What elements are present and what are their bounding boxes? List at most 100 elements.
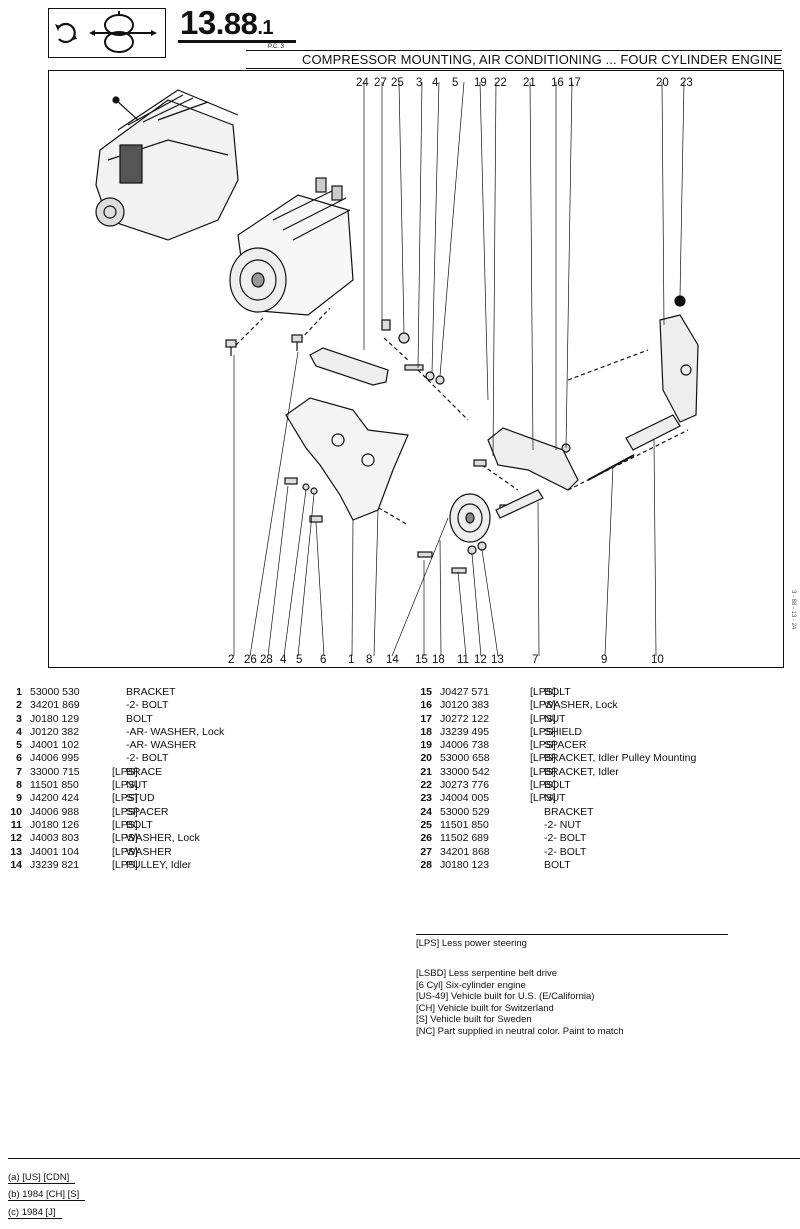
applicability-code: [LPS] — [112, 805, 138, 818]
part-number: J4004 005 — [440, 792, 490, 805]
compressor-illustration — [229, 177, 354, 316]
top-callout: 20 — [656, 77, 669, 89]
pc-label: P.C. 3 — [268, 44, 284, 50]
applicability-code: [LPS] — [530, 725, 556, 738]
applicability-code: [LPS] — [530, 699, 556, 712]
bottom-callout: 10 — [651, 654, 664, 666]
applicability-code: [LPS] — [530, 765, 556, 778]
legend-item: [LSBD] Less serpentine belt drive — [416, 968, 557, 979]
part-description: SPACER — [544, 739, 587, 752]
part-number: 34201 868 — [440, 845, 490, 858]
part-description: BRACKET — [544, 805, 594, 818]
part-description: BOLT — [126, 712, 153, 725]
bottom-callout: 11 — [457, 654, 469, 666]
applicability-code: [LPS] — [112, 832, 138, 845]
part-description: BRACKET — [126, 686, 176, 698]
part-description: -2- NUT — [544, 818, 582, 831]
footnote-b: (b) 1984 [CH] [S] — [8, 1189, 86, 1201]
bottom-callout: 15 — [415, 654, 428, 666]
bottom-callout: 9 — [601, 654, 608, 666]
applicability-code: [LPS] — [112, 792, 138, 805]
item-number: 17 — [420, 712, 432, 725]
part-description: STUD — [126, 792, 155, 805]
applicability-code: [LPS] — [530, 686, 556, 698]
footer-rule — [8, 1158, 800, 1159]
part-description: -2- BOLT — [126, 752, 169, 765]
top-callout: 22 — [494, 77, 507, 89]
top-callout: 16 — [551, 77, 564, 89]
part-description: WASHER, Lock — [544, 699, 618, 712]
top-callout: 19 — [474, 77, 487, 89]
part-description: NUT — [126, 779, 148, 792]
part-description: BOLT — [544, 779, 571, 792]
legend-item: [NC] Part supplied in neutral color. Pai… — [416, 1025, 624, 1037]
part-description: -AR- WASHER, Lock — [126, 725, 225, 738]
ac-compressor-flow-icon — [55, 11, 157, 53]
item-number: 5 — [16, 739, 22, 752]
page-number-minor: .88 — [215, 6, 258, 41]
legend-primary: [LPS] Less power steering — [416, 938, 527, 949]
part-description: -2- BOLT — [544, 845, 587, 858]
bottom-callout: 28 — [260, 654, 273, 666]
top-callout: 23 — [680, 77, 693, 89]
item-number: 12 — [10, 832, 22, 845]
item-number: 9 — [16, 792, 22, 805]
legend-items: [LSBD] Less serpentine belt drive[6 Cyl]… — [416, 968, 624, 1037]
part-number: J4006 988 — [30, 805, 80, 818]
part-description: NUT — [544, 712, 566, 725]
applicability-code: [LPS] — [530, 792, 556, 805]
top-callout: 21 — [523, 77, 536, 89]
item-number: 8 — [16, 779, 22, 792]
part-number: J0272 122 — [440, 712, 490, 725]
part-number: J3239 821 — [30, 858, 80, 871]
legend-item: [6 Cyl] Six-cylinder engine — [416, 979, 526, 991]
legend-item: [CH] Vehicle built for Switzerland — [416, 1002, 554, 1014]
part-description: -AR- WASHER — [126, 739, 197, 752]
item-number: 11 — [10, 818, 22, 831]
top-callout: 25 — [391, 77, 404, 89]
bottom-callout: 13 — [491, 654, 504, 666]
item-number: 22 — [420, 779, 432, 792]
part-number: 53000 658 — [440, 752, 490, 765]
part-description: PULLEY, Idler — [126, 858, 192, 871]
bottom-callout: 18 — [432, 654, 445, 666]
applicability-code: [LPS] — [112, 858, 138, 871]
part-number: 53000 529 — [440, 805, 490, 818]
item-number: 4 — [16, 725, 22, 738]
item-number: 28 — [420, 858, 432, 871]
part-number: J0180 123 — [440, 858, 490, 871]
item-number: 25 — [420, 818, 432, 831]
top-callout: 17 — [568, 77, 581, 89]
bottom-callout: 1 — [348, 654, 355, 666]
part-description: BOLT — [544, 686, 571, 698]
part-description: SHIELD — [544, 725, 582, 738]
part-description: WASHER, Lock — [126, 832, 200, 845]
item-number: 13 — [10, 845, 22, 858]
part-number: J0427 571 — [440, 686, 490, 698]
bottom-callout: 7 — [532, 654, 539, 666]
item-number: 27 — [420, 845, 432, 858]
part-number: J3239 495 — [440, 725, 490, 738]
part-description: BRACE — [126, 765, 163, 778]
legend-rule — [416, 934, 728, 935]
part-number: J0120 382 — [30, 725, 80, 738]
part-description: BOLT — [544, 858, 571, 871]
applicability-code: [LPS] — [530, 739, 556, 752]
footnote-c: (c) 1984 [J] — [8, 1207, 62, 1219]
bottom-callout: 4 — [280, 654, 287, 666]
part-description: -2- BOLT — [126, 699, 169, 712]
item-number: 2 — [16, 699, 22, 712]
item-number: 18 — [420, 725, 432, 738]
page-title: COMPRESSOR MOUNTING, AIR CONDITIONING ..… — [301, 52, 782, 67]
top-callout: 3 — [416, 77, 423, 89]
bottom-callout: 14 — [386, 654, 399, 666]
page-number-sub: .1 — [257, 17, 274, 39]
part-description: BRACKET, Idler Pulley Mounting — [544, 752, 697, 765]
item-number: 15 — [420, 686, 432, 698]
item-number: 3 — [16, 712, 22, 725]
item-number: 19 — [420, 739, 432, 752]
part-description: -2- BOLT — [544, 832, 587, 845]
part-number: J4006 738 — [440, 739, 490, 752]
title-rule-top — [246, 50, 782, 51]
part-description: WASHER — [126, 845, 172, 858]
